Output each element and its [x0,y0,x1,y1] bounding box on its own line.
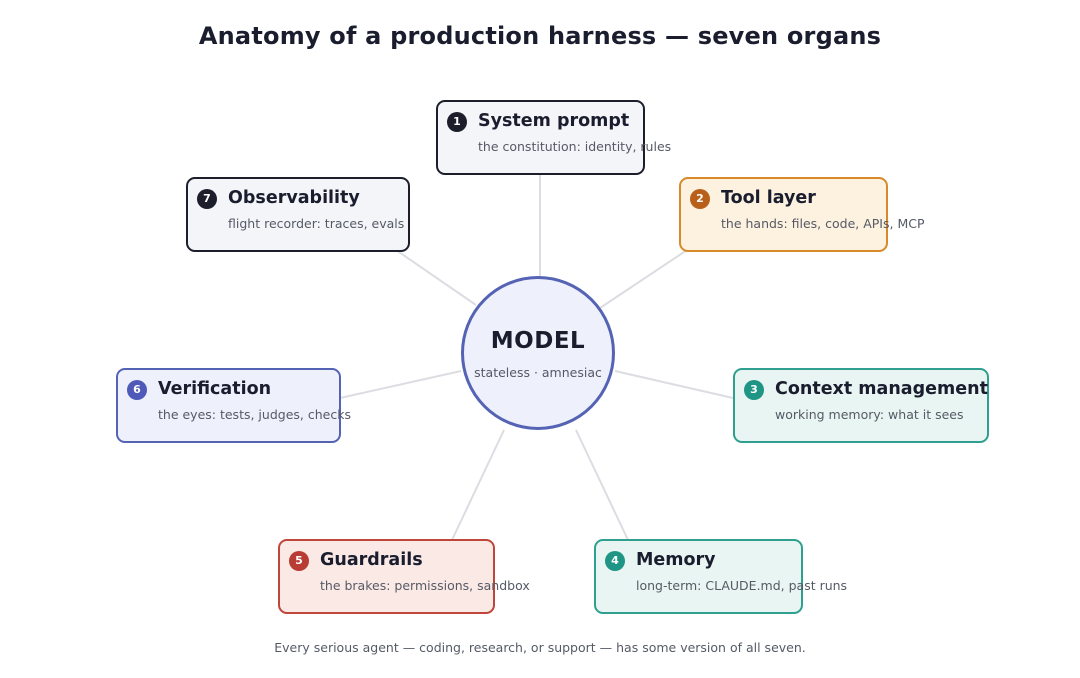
number-badge: 1 [447,112,467,132]
organ-card-tool-layer: 2 Tool layer the hands: files, code, API… [679,177,925,252]
connector-line-4 [575,429,629,541]
number-badge: 2 [690,189,710,209]
organ-subtitle: the brakes: permissions, sandbox [320,578,530,593]
organ-card-guardrails: 5 Guardrails the brakes: permissions, sa… [278,539,530,614]
model-hub: MODEL stateless · amnesiac [461,276,615,430]
organ-title: Tool layer [721,188,816,208]
organ-subtitle: working memory: what it sees [775,407,964,422]
connector-line-2 [599,247,691,309]
connector-line-3 [614,370,734,399]
organ-card-observability: 7 Observability flight recorder: traces,… [186,177,410,252]
organ-title: Observability [228,188,360,208]
organ-title: System prompt [478,111,630,131]
organ-title: Context management [775,379,988,399]
organ-card-system-prompt: 1 System prompt the constitution: identi… [436,100,671,175]
organ-title: Guardrails [320,550,423,570]
organ-subtitle: long-term: CLAUDE.md, past runs [636,578,848,593]
connector-line-5 [451,429,505,541]
hub-subtitle: stateless · amnesiac [474,365,602,380]
organ-subtitle: flight recorder: traces, evals [228,216,405,231]
connector-line-7 [395,249,477,306]
organ-title: Verification [158,379,272,399]
number-badge: 7 [197,189,217,209]
organ-subtitle: the hands: files, code, APIs, MCP [721,216,925,231]
organ-title: Memory [636,550,716,570]
organ-card-context-management: 3 Context management working memory: wha… [733,368,989,443]
organ-subtitle: the eyes: tests, judges, checks [158,407,351,422]
connector-line-6 [339,370,462,399]
number-badge: 4 [605,551,625,571]
diagram-title: Anatomy of a production harness — seven … [198,22,882,50]
number-badge: 5 [289,551,309,571]
footer-note: Every serious agent — coding, research, … [274,640,806,655]
organ-card-memory: 4 Memory long-term: CLAUDE.md, past runs [594,539,847,614]
hub-title: MODEL [490,328,586,354]
number-badge: 3 [744,380,764,400]
number-badge: 6 [127,380,147,400]
organ-card-verification: 6 Verification the eyes: tests, judges, … [116,368,351,443]
organ-subtitle: the constitution: identity, rules [478,139,672,154]
